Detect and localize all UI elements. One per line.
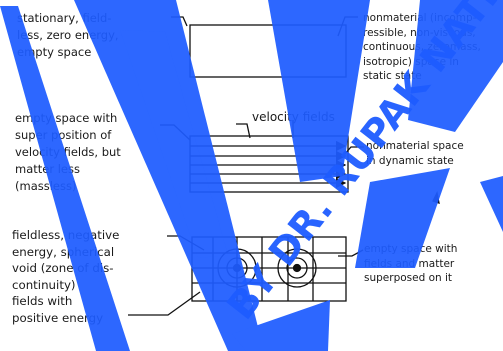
leader-top-left (171, 17, 187, 26)
label-top-right: nonmaterial (incomp- ressible, non-visco… (363, 11, 481, 84)
label-bottom-left: fieldless, negative energy, spherical vo… (12, 227, 119, 293)
leader-top-right (338, 17, 358, 36)
label-bottom-left-2: fields with positive energy (12, 293, 103, 326)
velocity-field-box (190, 136, 348, 192)
static-space-box (190, 25, 346, 77)
label-top-left: stationary, field- less, zero energy, em… (17, 10, 119, 61)
stray-mark (433, 193, 439, 203)
label-mid-left: empty space with super position of veloc… (15, 110, 121, 195)
leader-mid-right (343, 147, 364, 156)
void-field-box (192, 237, 346, 301)
label-mid-right: nonmaterial space in dynamic state (366, 139, 464, 168)
leader-mid-left (160, 125, 190, 140)
label-velocity-fields: velocity fields (252, 109, 335, 126)
leader-bottom-left-1 (167, 236, 204, 250)
leader-bottom-left-2 (128, 292, 200, 315)
label-bottom-right: empty space with fields and matter super… (364, 242, 457, 286)
